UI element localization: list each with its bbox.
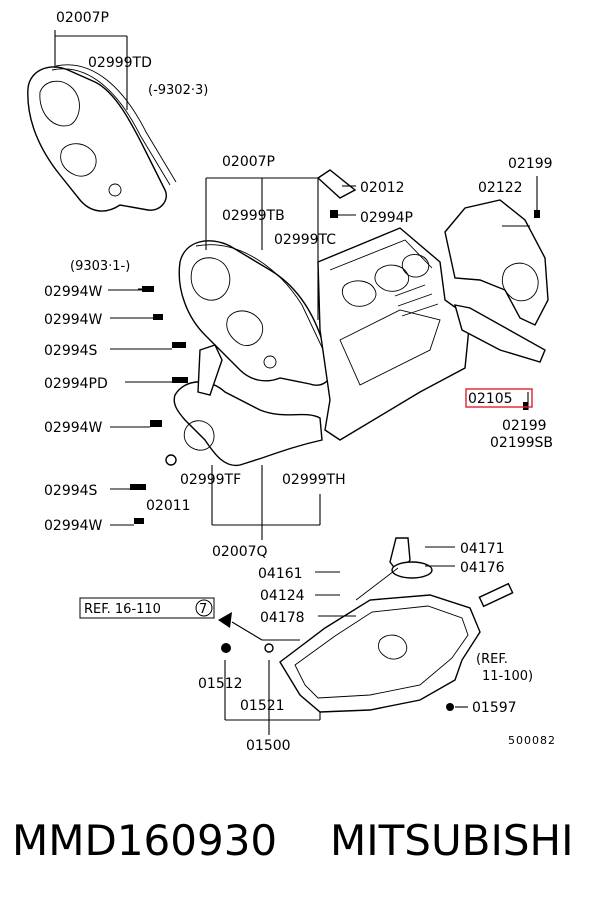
bracket-02012[interactable] (316, 169, 357, 199)
label-04161: 04161 (258, 566, 303, 582)
label-02122: 02122 (478, 180, 523, 196)
oil-pan[interactable] (279, 594, 481, 713)
diagram-code: 500082 (508, 734, 556, 747)
label-01512: 01512 (198, 676, 243, 692)
label-04176: 04176 (460, 560, 505, 576)
label-01521: 01521 (240, 698, 285, 714)
label-02999TF: 02999TF (180, 472, 241, 488)
label-02994W-1: 02994W (44, 284, 103, 300)
label-02994W-2: 02994W (44, 312, 103, 328)
engine-block (317, 227, 471, 441)
label-02199SB: 02199SB (490, 435, 553, 451)
ref-11-100-line1: (REF. (476, 652, 508, 667)
label-02007P-mid: 02007P (222, 154, 275, 170)
bolts (130, 210, 540, 524)
footer-part-number: MMD160930 (12, 816, 277, 865)
label-04124: 04124 (260, 588, 305, 604)
label-02999TC: 02999TC (274, 232, 336, 248)
upper-timing-cover-old[interactable] (27, 64, 177, 212)
rear-cover[interactable] (454, 304, 546, 363)
label-02105[interactable]: 02105 (468, 391, 513, 407)
label-02994S-1: 02994S (44, 343, 98, 359)
label-02999TH: 02999TH (282, 472, 346, 488)
label-02994W-4: 02994W (44, 518, 103, 534)
ref-16-110-text: REF. 16-110 (84, 602, 161, 617)
highlight-box-02105 (465, 388, 533, 408)
note-9303: (9303·1-) (70, 259, 130, 274)
upper-timing-cover[interactable] (178, 240, 331, 386)
label-02007P-top: 02007P (56, 10, 109, 26)
lower-timing-cover[interactable] (173, 344, 323, 467)
ref-11-100-line2: 11-100) (482, 669, 533, 684)
label-01597: 01597 (472, 700, 517, 716)
label-02994PD: 02994PD (44, 376, 108, 392)
label-04171: 04171 (460, 541, 505, 557)
label-02011: 02011 (146, 498, 191, 514)
label-04178: 04178 (260, 610, 305, 626)
ref-16-110-number: 7 (199, 602, 207, 617)
label-02199-bottom: 02199 (502, 418, 547, 434)
label-02999TD: 02999TD (88, 55, 152, 71)
label-02994W-3: 02994W (44, 420, 103, 436)
label-01500: 01500 (246, 738, 291, 754)
note-9302: (-9302·3) (148, 83, 208, 98)
ref-number-circle (195, 599, 213, 617)
label-02007Q: 02007Q (212, 544, 268, 560)
label-02199-top: 02199 (508, 156, 553, 172)
label-02999TB: 02999TB (222, 208, 285, 224)
footer-brand: MITSUBISHI (330, 816, 574, 865)
drain-tube (478, 582, 514, 608)
ref-16-110-box[interactable] (79, 597, 215, 619)
label-02994S-2: 02994S (44, 483, 98, 499)
label-02012: 02012 (360, 180, 405, 196)
rear-plate[interactable] (444, 199, 549, 326)
label-02994P: 02994P (360, 210, 413, 226)
oil-strainer[interactable] (355, 537, 433, 601)
